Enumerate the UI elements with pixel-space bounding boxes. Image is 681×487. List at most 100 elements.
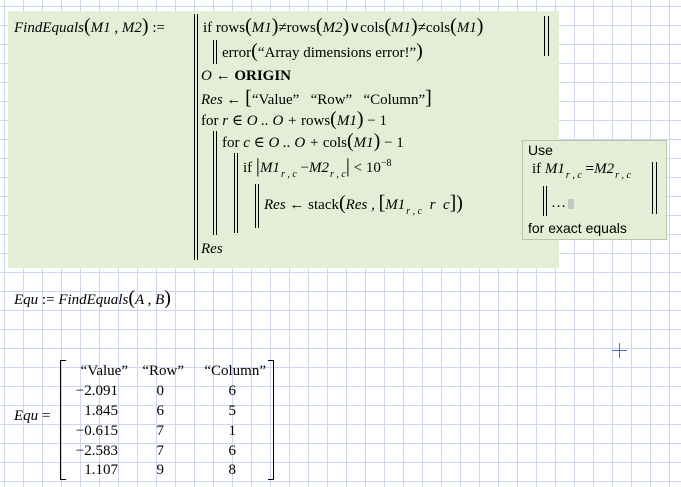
error-fn: error [222, 45, 252, 61]
for-r-bar-2 [216, 131, 217, 235]
subscript-rc: r , c [565, 170, 582, 181]
equals-op: = [585, 161, 595, 177]
m1-var: M1 [391, 20, 412, 36]
matrix-cell: 6 [228, 443, 237, 459]
note-body-bar-1 [543, 186, 544, 216]
neq-op: ≠ [278, 20, 287, 36]
matrix-header-column: “Column” [204, 363, 266, 379]
matrix-cell: 1.107 [84, 462, 118, 478]
note-condition: if M1r , c =M2r , c [532, 160, 631, 181]
m2-var: M2 [594, 161, 615, 177]
return-statement[interactable]: Res [201, 240, 223, 258]
if2-bar-2 [258, 184, 259, 228]
in-op: ∈ [231, 113, 243, 129]
note-bar-right-1 [652, 162, 653, 214]
if-dimension-check[interactable]: if rows(M1)≠rows(M2)∨cols(M1)≠cols(M1) [203, 15, 484, 37]
c-var: c [442, 197, 450, 213]
header-column: “Column” [363, 92, 426, 108]
rows-fn: rows [286, 20, 316, 36]
origin-assignment[interactable]: O ← ORIGIN [201, 67, 291, 85]
cols-fn: cols [425, 20, 451, 36]
cols-fn: cols [360, 20, 385, 36]
if-tolerance-check[interactable]: if |M1r , c −M2r , c| < 10−8 [243, 155, 392, 180]
if-keyword: if [243, 160, 253, 176]
stack-fn: stack [308, 197, 339, 213]
stack-statement[interactable]: Res ← stack(Res , [M1r , c r c]) [264, 192, 463, 217]
matrix-cell: 7 [156, 423, 165, 439]
error-statement[interactable]: error(“Array dimensions error!”) [222, 40, 423, 62]
o-var: O [201, 68, 212, 84]
function-call-name: FindEquals [58, 292, 129, 308]
subscript-rc: r , c [330, 169, 346, 180]
matrix-cell: 1.845 [84, 403, 118, 419]
matrix-header-value: “Value” [80, 363, 128, 379]
if-keyword: if [203, 20, 213, 36]
matrix-cell: 0 [156, 383, 165, 399]
res-arg: Res , [345, 197, 375, 213]
program-bar-outer-2 [197, 14, 198, 260]
for-c-loop[interactable]: for c ∈ O .. O + cols(M1) − 1 [222, 130, 404, 152]
define-operator: := [41, 292, 55, 308]
r-var: r [429, 197, 436, 213]
matrix-cell: −0.615 [75, 423, 118, 439]
in-op: ∈ [253, 135, 265, 151]
result-matrix[interactable]: “Value” “Row” “Column” −2.091 0 6 1.845 … [66, 362, 266, 478]
subscript-rc: r , c [280, 169, 297, 180]
equ-var: Equ [14, 292, 39, 308]
subscript-rc: r , c [406, 206, 423, 217]
c-var: c [243, 135, 250, 151]
subscript-rc: r , c [615, 170, 631, 181]
range: O .. O + [246, 113, 298, 129]
for-r-bar-1 [213, 131, 214, 235]
for-keyword: for [201, 113, 219, 129]
minus-op: − [300, 160, 309, 176]
assign-arrow: ← [289, 197, 305, 213]
matrix-cell: 6 [228, 383, 237, 399]
neq-op: ≠ [417, 20, 426, 36]
cols-fn: cols [322, 135, 347, 151]
rows-fn: rows [215, 20, 246, 36]
matrix-right-bracket [268, 360, 274, 480]
function-header[interactable]: FindEquals(M1 , M2) := [14, 15, 165, 37]
note-body-bar-2 [546, 186, 547, 216]
r-var: r [222, 113, 229, 129]
res-init[interactable]: Res ← [“Value” “Row” “Column”] [201, 87, 432, 109]
function-params: M1 , M2 [90, 20, 142, 36]
matrix-cell: −2.583 [75, 443, 118, 459]
range: O .. O + [268, 135, 320, 151]
note-placeholder: … [551, 194, 574, 212]
result-expression[interactable]: Equ = [14, 407, 50, 425]
function-args: A , B [134, 292, 165, 308]
evaluate-operator: = [41, 408, 51, 424]
close-paren: ) [141, 15, 149, 37]
program-bar-right-2 [548, 16, 549, 56]
res-var: Res [264, 197, 286, 213]
assign-arrow: ← [226, 92, 242, 108]
if2-bar-1 [255, 184, 256, 228]
matrix-cell: 8 [228, 462, 237, 478]
m2-var: M2 [322, 20, 343, 36]
exponent: −8 [380, 158, 392, 169]
m1-var: M1 [251, 20, 272, 36]
program-bar-right-1 [544, 16, 545, 56]
minus-one: − 1 [367, 113, 387, 129]
abs-bar-left: | [255, 155, 260, 177]
matrix-cell: 7 [156, 443, 165, 459]
for-r-loop[interactable]: for r ∈ O .. O + rows(M1) − 1 [201, 108, 387, 130]
equ-var: Equ [14, 408, 39, 424]
function-definition-region[interactable] [8, 11, 559, 268]
minus-one: − 1 [384, 135, 404, 151]
header-row: “Row” [310, 92, 353, 108]
if-body-bar-1 [213, 40, 214, 64]
matrix-cell: 9 [156, 462, 165, 478]
m1-var: M1 [259, 160, 280, 176]
matrix-cell: 1 [228, 423, 237, 439]
or-op: ∨ [349, 20, 361, 36]
matrix-header-row: “Row” [142, 363, 184, 379]
matrix-cell: 6 [156, 403, 165, 419]
res-var: Res [201, 92, 223, 108]
assignment-expression[interactable]: Equ := FindEquals(A , B) [14, 287, 171, 309]
abs-bar-right: | [345, 155, 350, 177]
error-message: “Array dimensions error!” [257, 45, 417, 61]
m1-var: M1 [385, 197, 406, 213]
